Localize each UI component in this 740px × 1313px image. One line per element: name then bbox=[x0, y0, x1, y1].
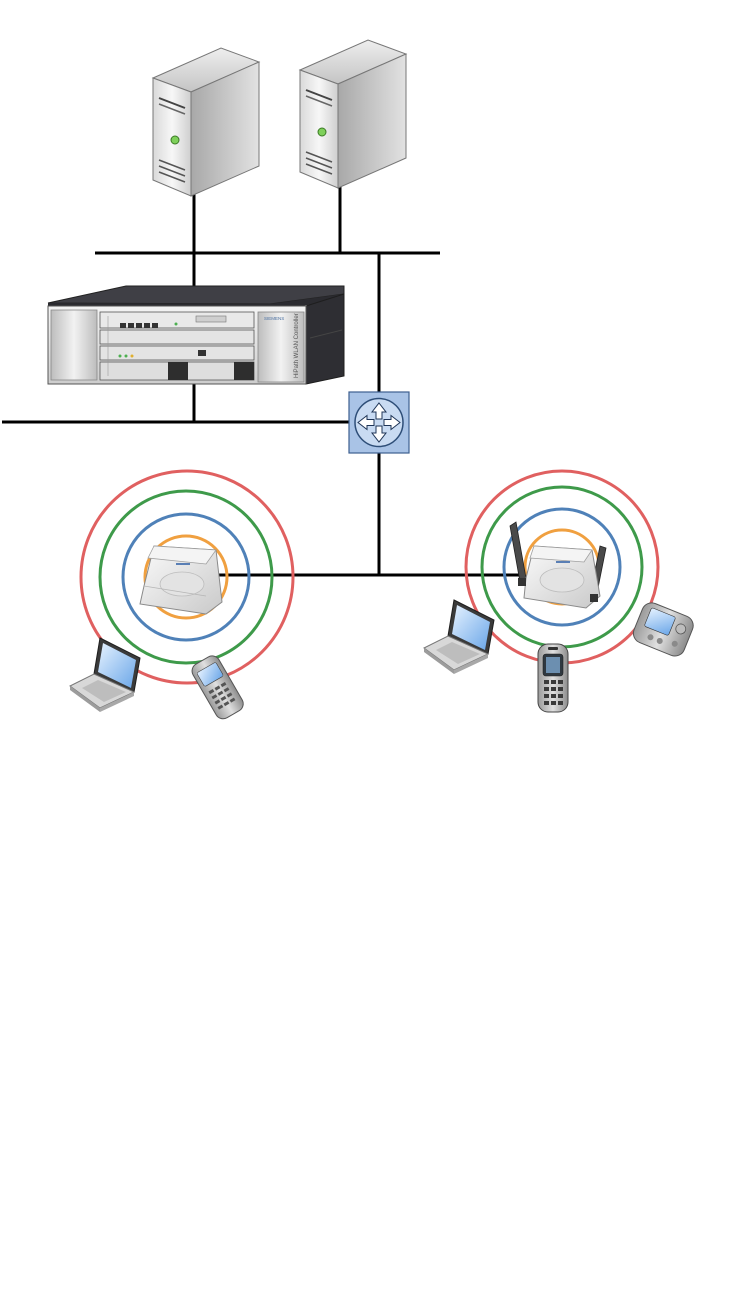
access-point-icon bbox=[140, 546, 222, 614]
router-arrows-icon bbox=[349, 392, 409, 453]
laptop-icon bbox=[70, 638, 140, 712]
laptop-icon bbox=[424, 600, 494, 674]
wlan-handset-icon bbox=[538, 644, 568, 712]
controller-brand: SIEMENS bbox=[264, 316, 284, 321]
controller-label: HiPath WLAN Controller bbox=[294, 313, 300, 378]
pda-icon bbox=[630, 600, 696, 659]
server-tower-icon bbox=[153, 48, 259, 196]
mobile-phone-icon bbox=[189, 653, 246, 722]
server-tower-icon bbox=[300, 40, 406, 188]
rack-controller-icon: HiPath WLAN Controller SIEMENS bbox=[48, 286, 344, 384]
